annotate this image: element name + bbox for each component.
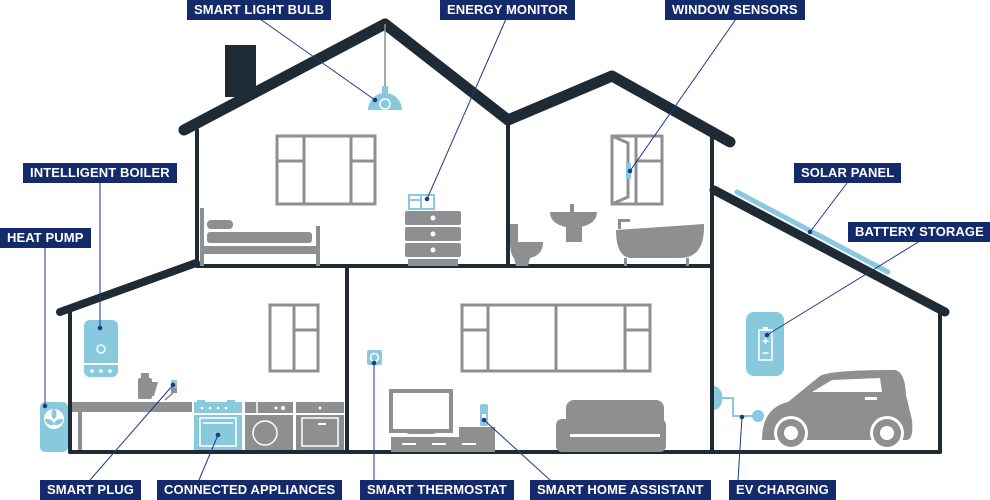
label-connected-appliances: CONNECTED APPLIANCES [157,480,343,500]
kitchen [72,303,344,450]
toilet-icon [510,224,543,266]
label-heat-pump: HEAT PUMP [0,228,91,248]
label-smart-light-bulb: SMART LIGHT BULB [187,0,332,20]
dresser-icon [405,211,461,266]
sofa-icon [556,400,666,452]
label-energy-monitor: ENERGY MONITOR [440,0,575,20]
chimney [225,45,256,97]
label-ev-charging: EV CHARGING [729,480,836,500]
solar-panel-device [734,189,891,275]
intelligent-boiler-device [84,320,118,377]
bed-icon [200,208,320,266]
house-outline [56,18,950,454]
garage [714,312,913,450]
garage-roof [709,185,950,317]
kitchen-window [268,303,320,373]
bathroom-roof [502,70,736,148]
leader-lines [42,18,921,481]
smart-light-bulb-device [368,86,402,110]
counter [72,402,192,412]
living-room-window [460,303,652,373]
dishwasher-icon [296,402,344,450]
tv-icon [389,389,495,452]
washing-machine-icon [245,402,293,450]
label-smart-thermostat: SMART THERMOSTAT [360,480,514,500]
bathroom [510,134,705,266]
label-smart-home-assistant: SMART HOME ASSISTANT [530,480,711,500]
heat-pump-device [40,402,68,452]
label-solar-panel: SOLAR PANEL [794,163,902,183]
smart-plug-device [164,380,177,401]
label-window-sensors: WINDOW SENSORS [665,0,805,20]
ev-charger-device [714,386,764,422]
label-intelligent-boiler: INTELLIGENT BOILER [23,163,177,183]
kettle-icon [138,373,158,399]
kitchen-roof [56,259,200,316]
bedroom-window [275,134,377,206]
label-smart-plug: SMART PLUG [40,480,141,500]
connected-oven-device [194,400,242,450]
battery-storage-device [746,312,784,376]
label-battery-storage: BATTERY STORAGE [848,222,990,242]
bedroom [200,24,461,266]
energy-monitor-device [408,194,435,210]
bathroom-window [610,134,664,206]
living-room [367,303,666,452]
electric-car-icon [762,370,913,450]
bathtub-icon [616,219,705,266]
sink-icon [550,204,597,242]
